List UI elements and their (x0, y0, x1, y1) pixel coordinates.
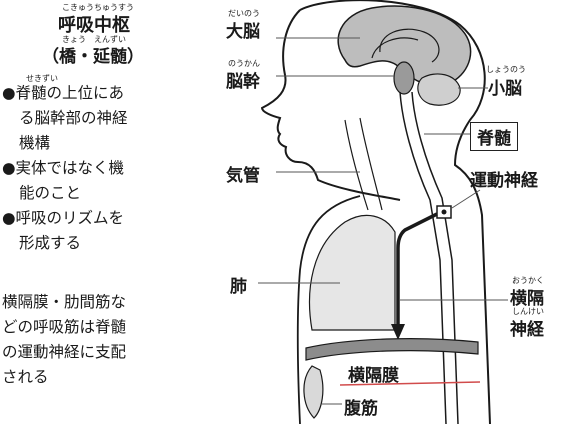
phrenic-nerve-arrow (391, 324, 405, 340)
trachea-label: 気管 (226, 161, 260, 186)
lung-label: 肺 (230, 272, 247, 297)
phrenic-label-2: 神経 (510, 315, 544, 340)
motor-nerve-label: 運動神経 (470, 166, 538, 191)
cerebellum-shape (418, 74, 460, 105)
diaphragm-band (306, 339, 478, 360)
phrenic-nerve-line (398, 214, 437, 328)
cerebellum-label: 小脳 (488, 74, 522, 99)
brainstem-label: 脳幹 (226, 67, 260, 92)
leader-motor-nerve (452, 190, 480, 208)
abdominal-label: 腹筋 (344, 394, 378, 419)
junction-dot (442, 210, 447, 215)
abdominal-muscle (304, 366, 323, 418)
lung-shape (310, 215, 395, 330)
diaphragm-label: 横隔膜 (348, 361, 399, 386)
cerebrum-label: 大脳 (226, 17, 260, 42)
brainstem-shape (394, 62, 414, 94)
spinal-cord-label: 脊髄 (470, 122, 518, 151)
spinal-cord-shape (400, 92, 458, 424)
